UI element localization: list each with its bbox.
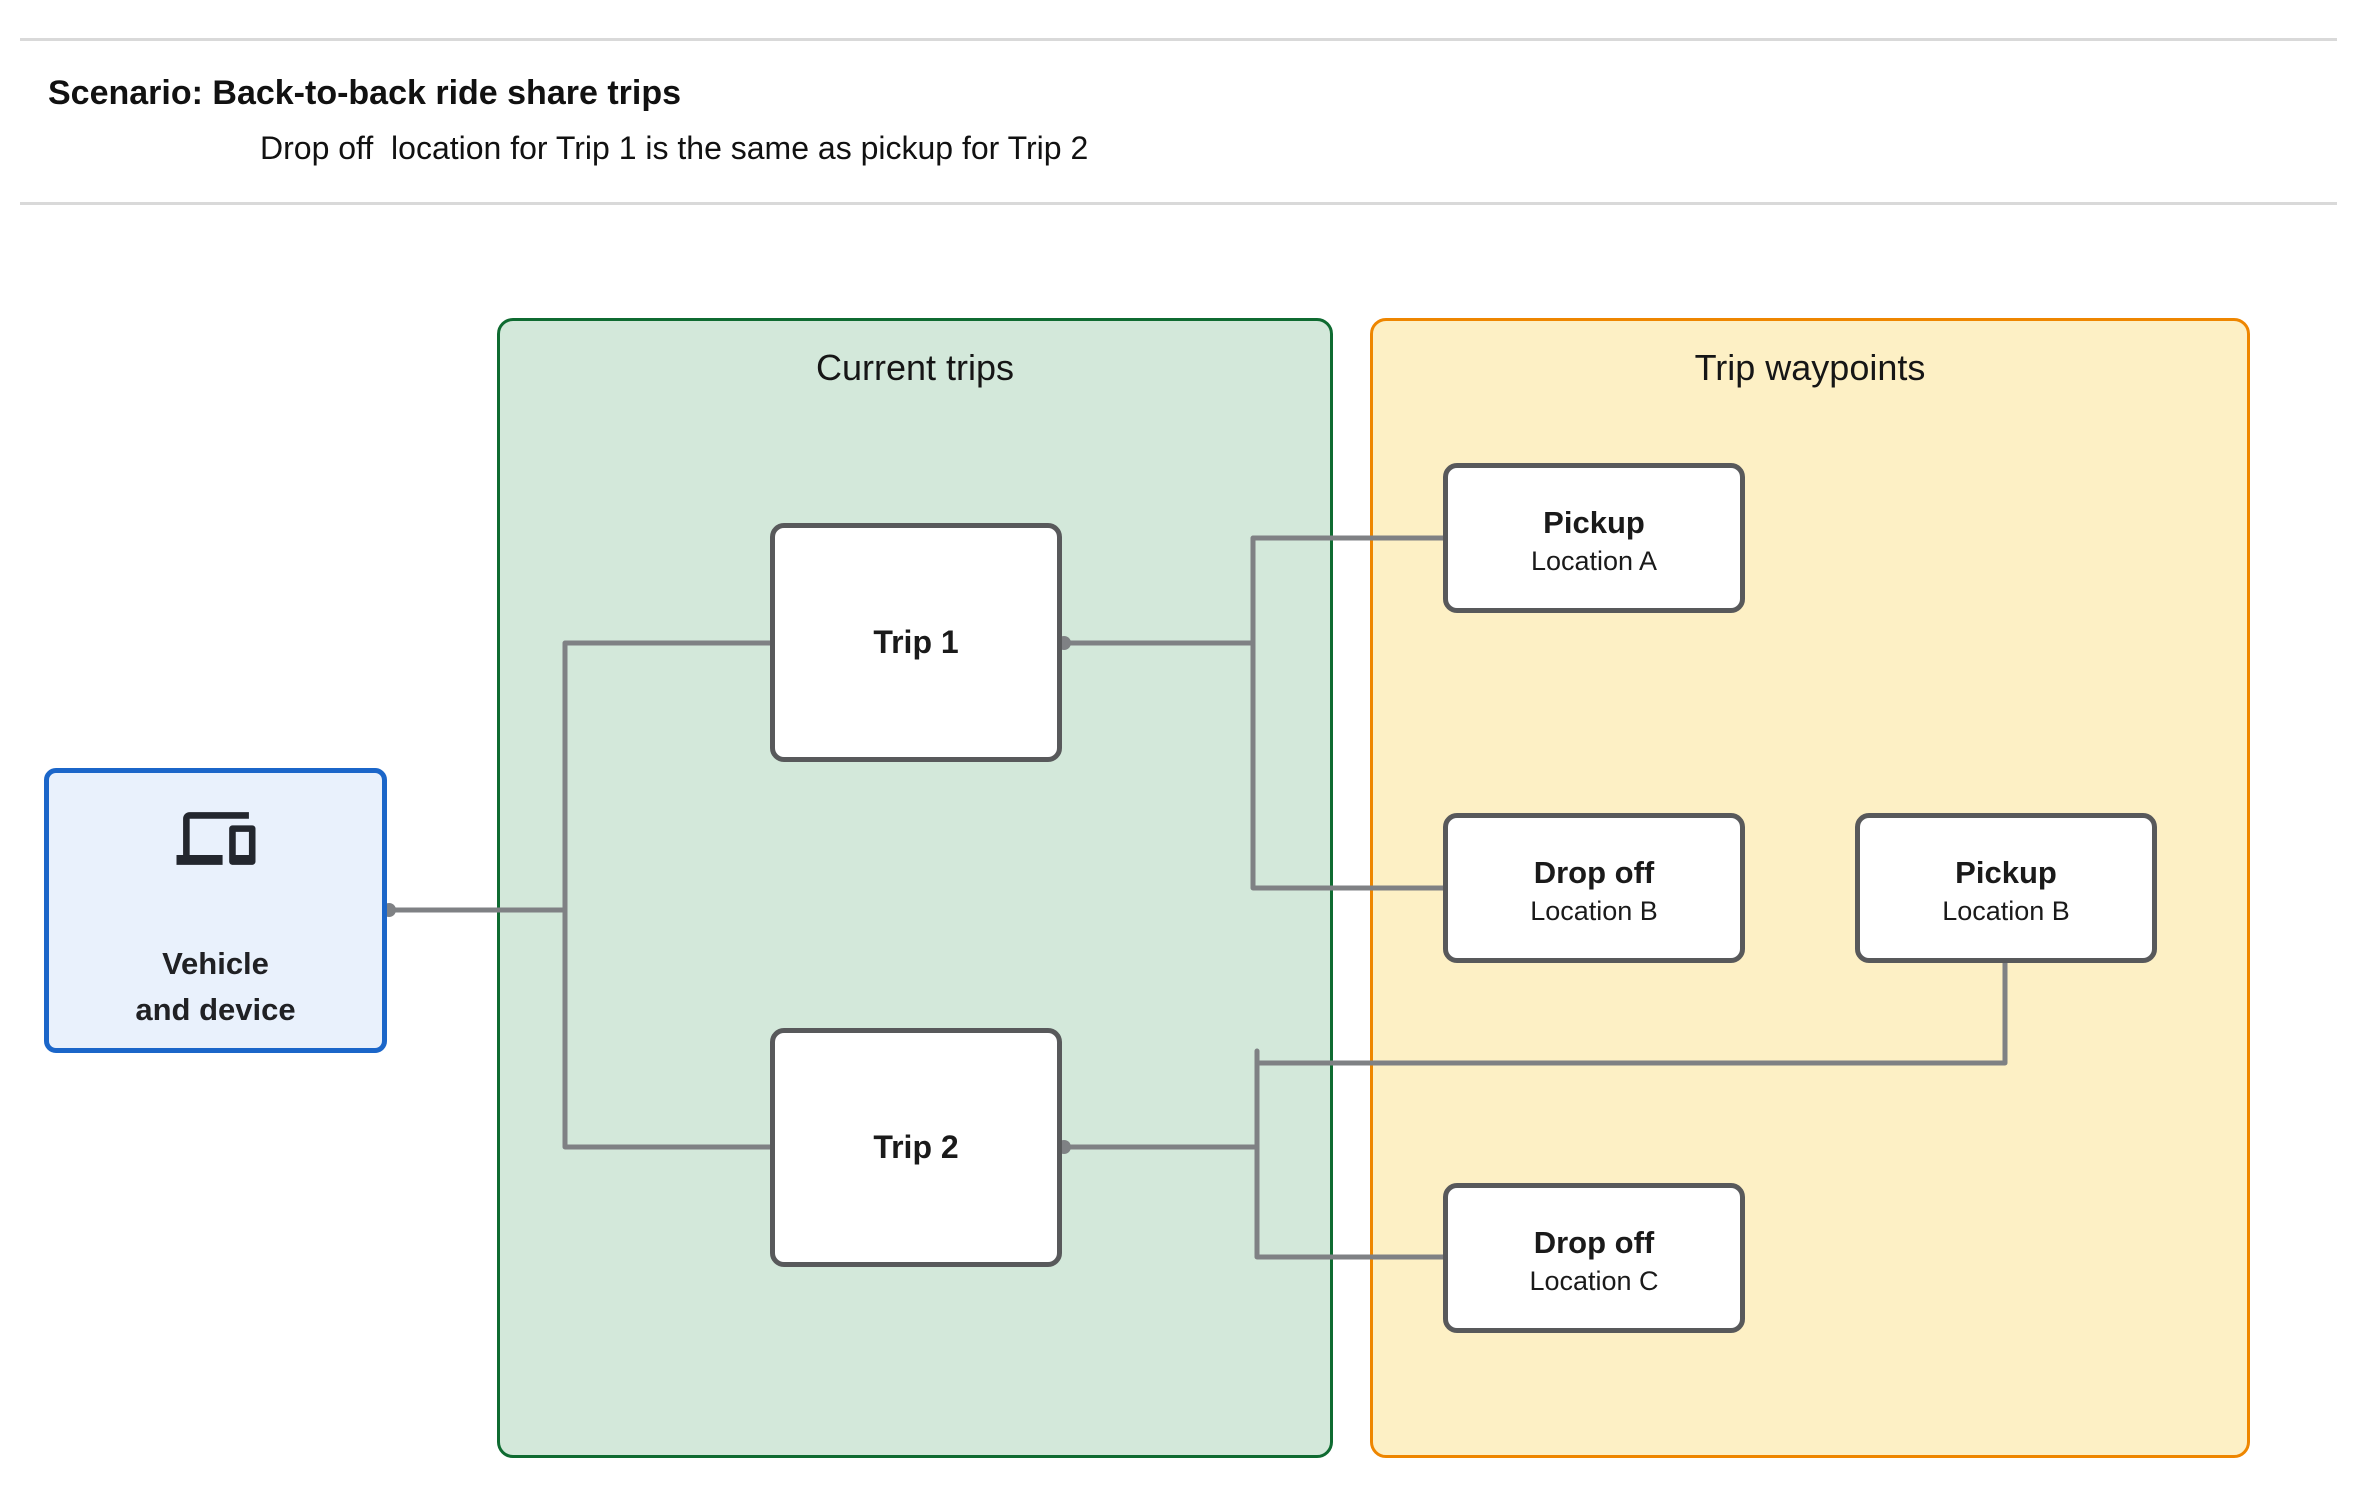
- panel-current-trips: Current trips: [497, 318, 1333, 1458]
- pickup-b-sublabel: Location B: [1942, 896, 2070, 926]
- vehicle-label-line1: Vehicle: [162, 946, 269, 981]
- pickup-b-label: Pickup: [1955, 855, 2057, 890]
- node-dropoff-location-c: Drop off Location C: [1443, 1183, 1745, 1333]
- pickup-a-label: Pickup: [1543, 505, 1645, 540]
- dropoff-b-label: Drop off: [1533, 855, 1655, 890]
- node-vehicle-and-device: Vehicle and device: [44, 768, 387, 1053]
- node-dropoff-location-b: Drop off Location B: [1443, 813, 1745, 963]
- panel-trip-waypoints-title: Trip waypoints: [1694, 347, 1926, 388]
- node-pickup-location-a: Pickup Location A: [1443, 463, 1745, 613]
- pickup-a-sublabel: Location A: [1530, 546, 1658, 576]
- vehicle-label: Vehicle and device: [49, 941, 382, 1033]
- dropoff-c-sublabel: Location C: [1529, 1266, 1659, 1296]
- devices-icon: [176, 799, 255, 878]
- header-divider-top: [20, 38, 2337, 41]
- trip-2-label: Trip 2: [873, 1129, 959, 1165]
- trip-1-label: Trip 1: [873, 624, 959, 660]
- node-pickup-location-b: Pickup Location B: [1855, 813, 2157, 963]
- node-trip-1: Trip 1: [770, 523, 1062, 762]
- node-trip-2: Trip 2: [770, 1028, 1062, 1267]
- dropoff-b-sublabel: Location B: [1530, 896, 1658, 926]
- dropoff-c-label: Drop off: [1533, 1225, 1655, 1260]
- vehicle-label-line2: and device: [135, 992, 296, 1027]
- panel-current-trips-title: Current trips: [815, 347, 1015, 388]
- page-title: Scenario: Back-to-back ride share trips: [48, 74, 682, 112]
- header-divider-bottom: [20, 202, 2337, 205]
- page-subtitle: Drop off location for Trip 1 is the same…: [260, 130, 1089, 166]
